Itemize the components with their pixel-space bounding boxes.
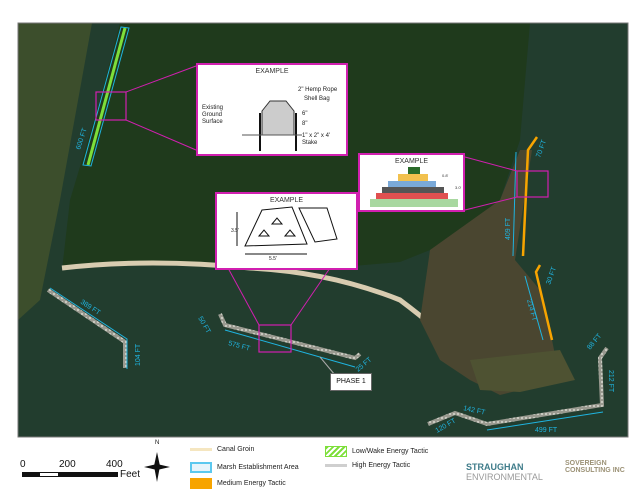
label-shell-bag: Shell Bag bbox=[304, 96, 330, 102]
low-energy-tactic-canal bbox=[86, 27, 127, 166]
shell-bag-diagram bbox=[242, 100, 302, 151]
inset-title: EXAMPLE bbox=[269, 197, 304, 204]
marsh-peninsula-south bbox=[470, 350, 575, 392]
phase-1-callout: PHASE 1 bbox=[330, 373, 372, 391]
high-energy-west-groin bbox=[46, 288, 127, 368]
dim-west-groin-short: 104 FT bbox=[135, 343, 142, 366]
dim-east-upper: 409 FT bbox=[505, 217, 512, 240]
label-6in: 6" bbox=[302, 111, 308, 117]
inset-shell-bag: EXAMPLE 2" Hemp Rope Shell Bag Existing … bbox=[196, 63, 348, 156]
legend-canal-groin: Canal Groin bbox=[190, 446, 254, 453]
medium-energy-upper bbox=[521, 136, 539, 257]
svg-text:0.8': 0.8' bbox=[442, 173, 449, 178]
inset-block-stack: EXAMPLE 0.8' 3.0' bbox=[358, 153, 465, 212]
scale-tick: 200 bbox=[59, 459, 76, 470]
high-energy-south bbox=[427, 346, 609, 427]
legend-marsh-area: Marsh Establishment Area bbox=[190, 462, 299, 473]
svg-text:5.5': 5.5' bbox=[269, 256, 277, 262]
scale-tick: 400 bbox=[106, 459, 123, 470]
legend-high-energy: High Energy Tactic bbox=[325, 462, 410, 469]
north-label: N bbox=[155, 440, 160, 446]
dim-south-main: 499 FT bbox=[535, 427, 558, 434]
high-energy-phase1 bbox=[218, 313, 362, 361]
label-stake: 1" x 2" x 4' Stake bbox=[302, 133, 331, 146]
medium-energy-lower bbox=[534, 264, 554, 341]
scale-unit: Feet bbox=[120, 469, 141, 480]
inset-reef-block: EXAMPLE 3.5' 5.5' bbox=[215, 192, 358, 270]
block-stack-diagram: 0.8' 3.0' bbox=[370, 167, 462, 207]
svg-text:3.5': 3.5' bbox=[231, 228, 239, 234]
inset-title: EXAMPLE bbox=[255, 68, 289, 75]
label-8in: 8" bbox=[302, 121, 308, 127]
north-arrow-icon bbox=[144, 452, 170, 482]
legend-low-energy: Low/Wake Energy Tactic bbox=[325, 446, 428, 457]
legend-medium-energy: Medium Energy Tactic bbox=[190, 478, 286, 489]
marsh-peninsula bbox=[420, 150, 560, 395]
west-marsh bbox=[18, 23, 92, 320]
scale-bar bbox=[22, 472, 118, 477]
svg-text:3.0': 3.0' bbox=[455, 185, 462, 190]
label-hemp-rope: 2" Hemp Rope bbox=[298, 87, 338, 93]
dim-south-mid: 142 FT bbox=[463, 405, 487, 417]
inset-title: EXAMPLE bbox=[394, 158, 429, 165]
scale-tick: 0 bbox=[20, 459, 26, 470]
label-ground-surface: Existing Ground Surface bbox=[202, 105, 224, 125]
dim-south-vertical: 212 FT bbox=[607, 370, 614, 393]
reef-block-diagram: 3.5' 5.5' bbox=[231, 206, 338, 262]
